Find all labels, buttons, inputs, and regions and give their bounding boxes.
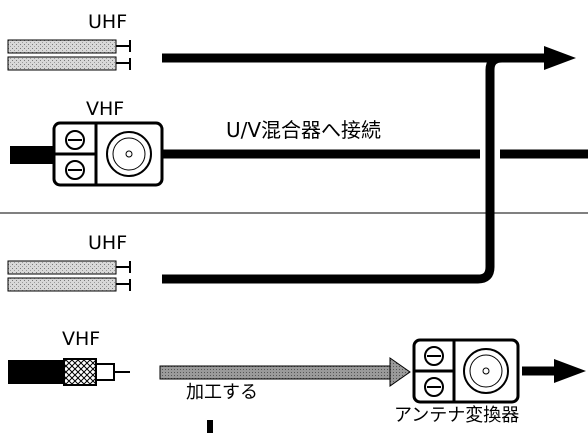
uhf-label-bottom: UHF — [88, 232, 128, 254]
antenna-converter-icon — [412, 338, 520, 404]
vhf-coax-with-adapter-top — [10, 121, 164, 187]
process-label: 加工する — [186, 382, 258, 403]
vhf-label-bottom: VHF — [62, 328, 101, 350]
converter-output-arrow — [522, 359, 586, 383]
connect-note: U/V混合器へ接続 — [226, 118, 382, 142]
uhf-ribbon-cable-top — [7, 39, 131, 71]
uhf-arrow-top — [162, 46, 576, 70]
vhf-label-top: VHF — [86, 98, 125, 120]
down-marker — [207, 420, 213, 433]
merge-line — [162, 53, 503, 284]
vhf-coax-bare-bottom — [8, 358, 130, 386]
uhf-ribbon-cable-bottom — [7, 260, 131, 292]
process-arrow — [159, 357, 411, 387]
converter-label: アンテナ変換器 — [394, 405, 520, 426]
uhf-label-top: UHF — [88, 11, 128, 33]
